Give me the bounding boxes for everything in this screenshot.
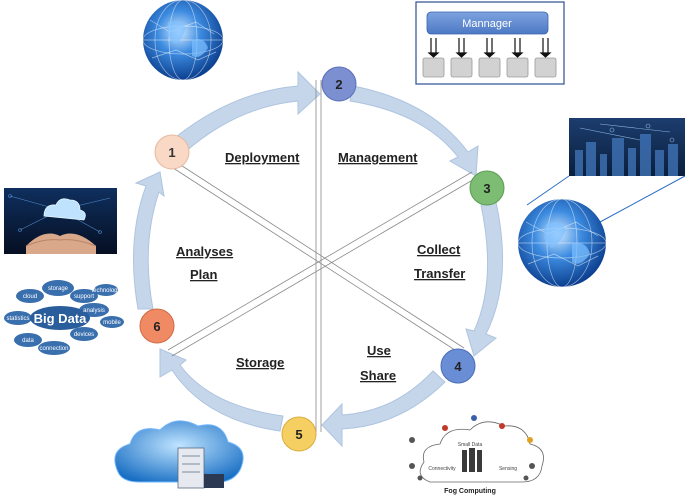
fog-server-icon: [462, 448, 482, 472]
manager-box: [426, 11, 549, 35]
big-data-cloud: storage cloud support statistics technol…: [4, 280, 124, 355]
step-6-node: 6: [139, 308, 175, 344]
word-support: support: [74, 294, 94, 300]
step-5-number: 5: [295, 427, 302, 442]
word-storage: storage: [48, 286, 69, 292]
arrow-1-to-2: [170, 70, 321, 154]
label-management: Management: [338, 150, 418, 165]
step-6-number: 6: [153, 319, 160, 334]
step-4-number: 4: [454, 359, 462, 374]
connection-arrows: [427, 38, 552, 58]
step-1-node: 1: [154, 134, 190, 170]
step-5-node: 5: [281, 416, 317, 452]
step-circles: 1 2 3 4 5 6: [139, 66, 505, 452]
spoke-diag1-b: [175, 161, 465, 349]
arrow-2-to-3: [349, 85, 479, 177]
fog-word-sensing: Sensing: [499, 466, 517, 472]
manager-diagram: Mannager: [415, 1, 565, 85]
spoke-diag2-a: [167, 171, 473, 351]
label-plan: Plan: [190, 267, 218, 282]
label-transfer: Transfer: [414, 266, 465, 281]
hands-cloud-image: [4, 188, 117, 254]
cycle-arrows: [133, 70, 504, 448]
label-use: Use: [367, 343, 391, 358]
label-collect: Collect: [417, 242, 461, 257]
word-mobile: mobile: [103, 320, 121, 326]
arrow-6-to-1: [133, 171, 165, 310]
label-share: Share: [360, 368, 396, 383]
word-connection: connection: [39, 346, 68, 352]
cloud-icon: [43, 198, 86, 221]
word-technology: technology: [91, 288, 120, 294]
spoke-diag2-b: [171, 177, 477, 357]
cloud-server-image: [114, 420, 244, 489]
smart-city-image: [526, 118, 685, 223]
fog-computing-title: Fog Computing: [444, 488, 496, 495]
step-1-number: 1: [168, 145, 175, 160]
label-deployment: Deployment: [225, 150, 300, 165]
globe-icon-top: [142, 0, 224, 81]
spoke-diag1-a: [169, 165, 459, 353]
word-devices: devices: [74, 332, 94, 338]
step-2-number: 2: [335, 77, 342, 92]
fog-computing-diagram: Small Data Connectivity Sensing Fog Comp…: [409, 415, 544, 495]
globe-icon-right: [517, 198, 607, 288]
arrow-4-to-5: [321, 370, 446, 448]
fog-word-small-data: Small Data: [458, 442, 483, 448]
spokes: [167, 80, 477, 432]
big-data-title: Big Data: [34, 311, 88, 326]
word-statistics: statistics: [6, 316, 29, 322]
label-analyses: Analyses: [176, 244, 233, 259]
server-icon: [177, 447, 224, 489]
worker-nodes: [422, 57, 557, 78]
step-labels: Deployment Management Collect Transfer U…: [176, 150, 465, 383]
word-data: data: [22, 338, 34, 344]
word-cloud: cloud: [23, 294, 37, 300]
fog-word-connectivity: Connectivity: [428, 466, 456, 472]
manager-title: Mannager: [462, 18, 512, 30]
step-2-node: 2: [321, 66, 357, 102]
step-3-node: 3: [469, 170, 505, 206]
word-analysis: analysis: [83, 308, 105, 314]
label-storage: Storage: [236, 355, 284, 370]
step-4-node: 4: [440, 348, 476, 384]
fog-device-icons: [409, 415, 535, 481]
arrow-3-to-4: [465, 201, 504, 357]
arrow-5-to-6: [159, 348, 284, 432]
step-3-number: 3: [483, 181, 490, 196]
